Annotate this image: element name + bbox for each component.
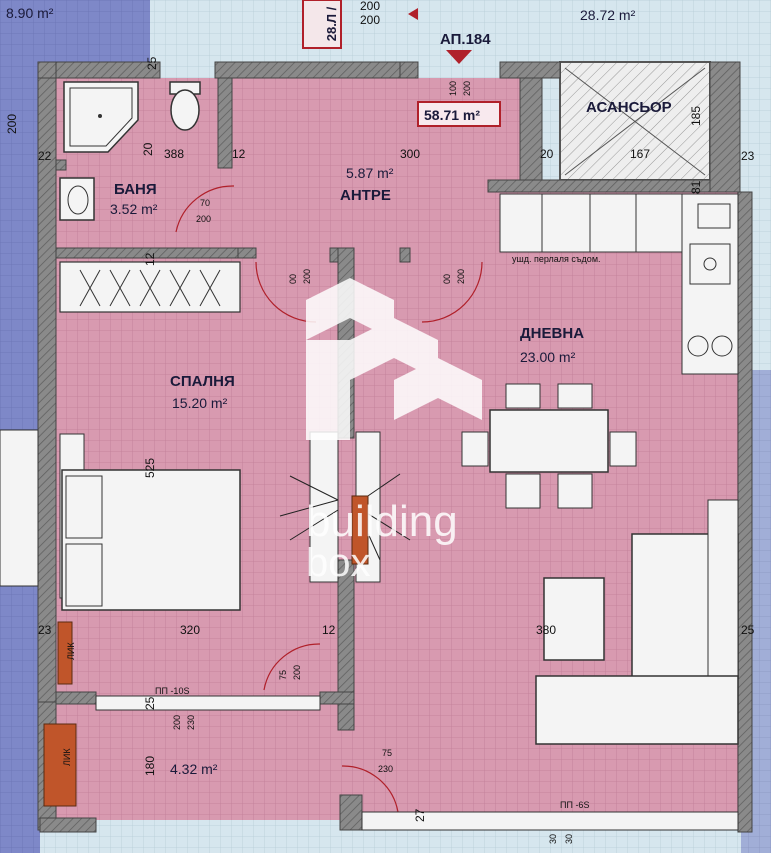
- window-living: ПП -6S: [560, 800, 589, 810]
- balcony-wall-b: 230: [186, 715, 196, 730]
- bath-name: БАНЯ: [114, 181, 157, 198]
- balcony-area: 4.32 m²: [170, 761, 218, 777]
- kitchen-labels: ушд. перлаля съдом.: [512, 254, 601, 264]
- wardrobe: [59, 261, 241, 313]
- dim-81: 81: [689, 180, 703, 194]
- dim-20-elev: 20: [540, 147, 554, 161]
- watermark: building box: [306, 278, 482, 585]
- bath-area: 3.52 m²: [110, 201, 158, 217]
- dim-380: 380: [536, 623, 556, 637]
- door-balbed-a: 75: [278, 670, 288, 680]
- door-baldoor-b: 230: [378, 764, 393, 774]
- dim-300: 300: [400, 147, 420, 161]
- outside-top-left-zone: [0, 0, 150, 62]
- top-door-a: 200: [360, 0, 380, 13]
- door-labels: 70 200 00 200 00 200 75 200 200 230 75 2…: [172, 198, 466, 774]
- dim-27: 27: [413, 808, 427, 822]
- living-name: ДНЕВНА: [520, 325, 584, 342]
- heater-bedroom: ЛИК: [66, 642, 76, 660]
- heater-balcony: ЛИК: [62, 748, 72, 766]
- door-baldoor-a: 75: [382, 748, 392, 758]
- dimensions: 25 388 20 12 300 20 167 23 185 81 22 12 …: [5, 56, 755, 822]
- dim-25-bal: 25: [143, 696, 157, 710]
- dim-180: 180: [143, 756, 157, 776]
- watermark-line1: building: [306, 497, 458, 546]
- dim-23-left: 23: [38, 623, 52, 637]
- dim-200-left: 200: [5, 114, 19, 134]
- door-bedroom-b: 200: [302, 269, 312, 284]
- elevator-name: АСАНСЬОР: [586, 99, 672, 116]
- door-balbed-b: 200: [292, 665, 302, 680]
- bottom-30-a: 30: [548, 834, 558, 844]
- apartment-marker-icon: [446, 50, 472, 64]
- fridge-icon: [697, 203, 731, 229]
- watermark-logo-icon: [306, 278, 394, 340]
- dining-table: [461, 383, 637, 509]
- top-door-b: 200: [360, 13, 380, 27]
- bed: [0, 429, 241, 611]
- bathroom-fixtures: [59, 81, 201, 221]
- window-bedroom: ПП -10S: [155, 686, 189, 696]
- dim-12-a: 12: [232, 147, 246, 161]
- hall-name: АНТРЕ: [340, 187, 391, 204]
- bottom-30-b: 30: [564, 834, 574, 844]
- door-living-a: 00: [442, 274, 452, 284]
- entry-door-b: 200: [462, 81, 472, 96]
- heaters: ЛИК ЛИК: [43, 495, 369, 807]
- bedroom-area: 15.20 m²: [172, 395, 228, 411]
- dim-320: 320: [180, 623, 200, 637]
- kitchen-counter: ушд. перлаля съдом.: [499, 193, 739, 375]
- dim-388: 388: [164, 147, 184, 161]
- dim-25-top: 25: [145, 56, 159, 70]
- dim-12-c: 12: [322, 623, 336, 637]
- stamp-text: 28.Л /: [324, 6, 339, 41]
- outside-left-zone: [0, 0, 40, 853]
- balcony-wall-a: 200: [172, 715, 182, 730]
- living-area: 23.00 m²: [520, 349, 576, 365]
- entry-door-a: 100: [448, 81, 458, 96]
- hall-area: 5.87 m²: [346, 165, 394, 181]
- dim-20-bath: 20: [141, 142, 155, 156]
- apartment-area-box: [417, 101, 501, 127]
- top-right-area: 28.72 m²: [580, 7, 636, 23]
- windows: ПП -10S ПП -6S: [95, 686, 739, 831]
- sofa: [535, 499, 739, 745]
- apartment-area: 58.71 m²: [424, 107, 480, 123]
- dim-525: 525: [143, 458, 157, 478]
- dim-12-b: 12: [143, 252, 157, 266]
- cooker-icon: [689, 243, 731, 285]
- dim-25-right: 25: [741, 623, 755, 637]
- door-bath-a: 70: [200, 198, 210, 208]
- door-swings: [175, 185, 483, 813]
- dim-185: 185: [689, 106, 703, 126]
- top-left-area: 8.90 m²: [6, 5, 54, 21]
- bedroom-name: СПАЛНЯ: [170, 373, 235, 390]
- door-bedroom-a: 00: [288, 274, 298, 284]
- door-living-b: 200: [456, 269, 466, 284]
- dim-167: 167: [630, 147, 650, 161]
- top-stamp: 28.Л /: [302, 0, 342, 49]
- watermark-line2: box: [306, 541, 371, 585]
- elevator-shaft: [559, 61, 711, 181]
- entry-arrow-icon: [408, 8, 418, 20]
- apartment-code: АП.184: [440, 31, 491, 48]
- dim-23-right: 23: [741, 149, 755, 163]
- door-bath-b: 200: [196, 214, 211, 224]
- dim-22: 22: [38, 149, 52, 163]
